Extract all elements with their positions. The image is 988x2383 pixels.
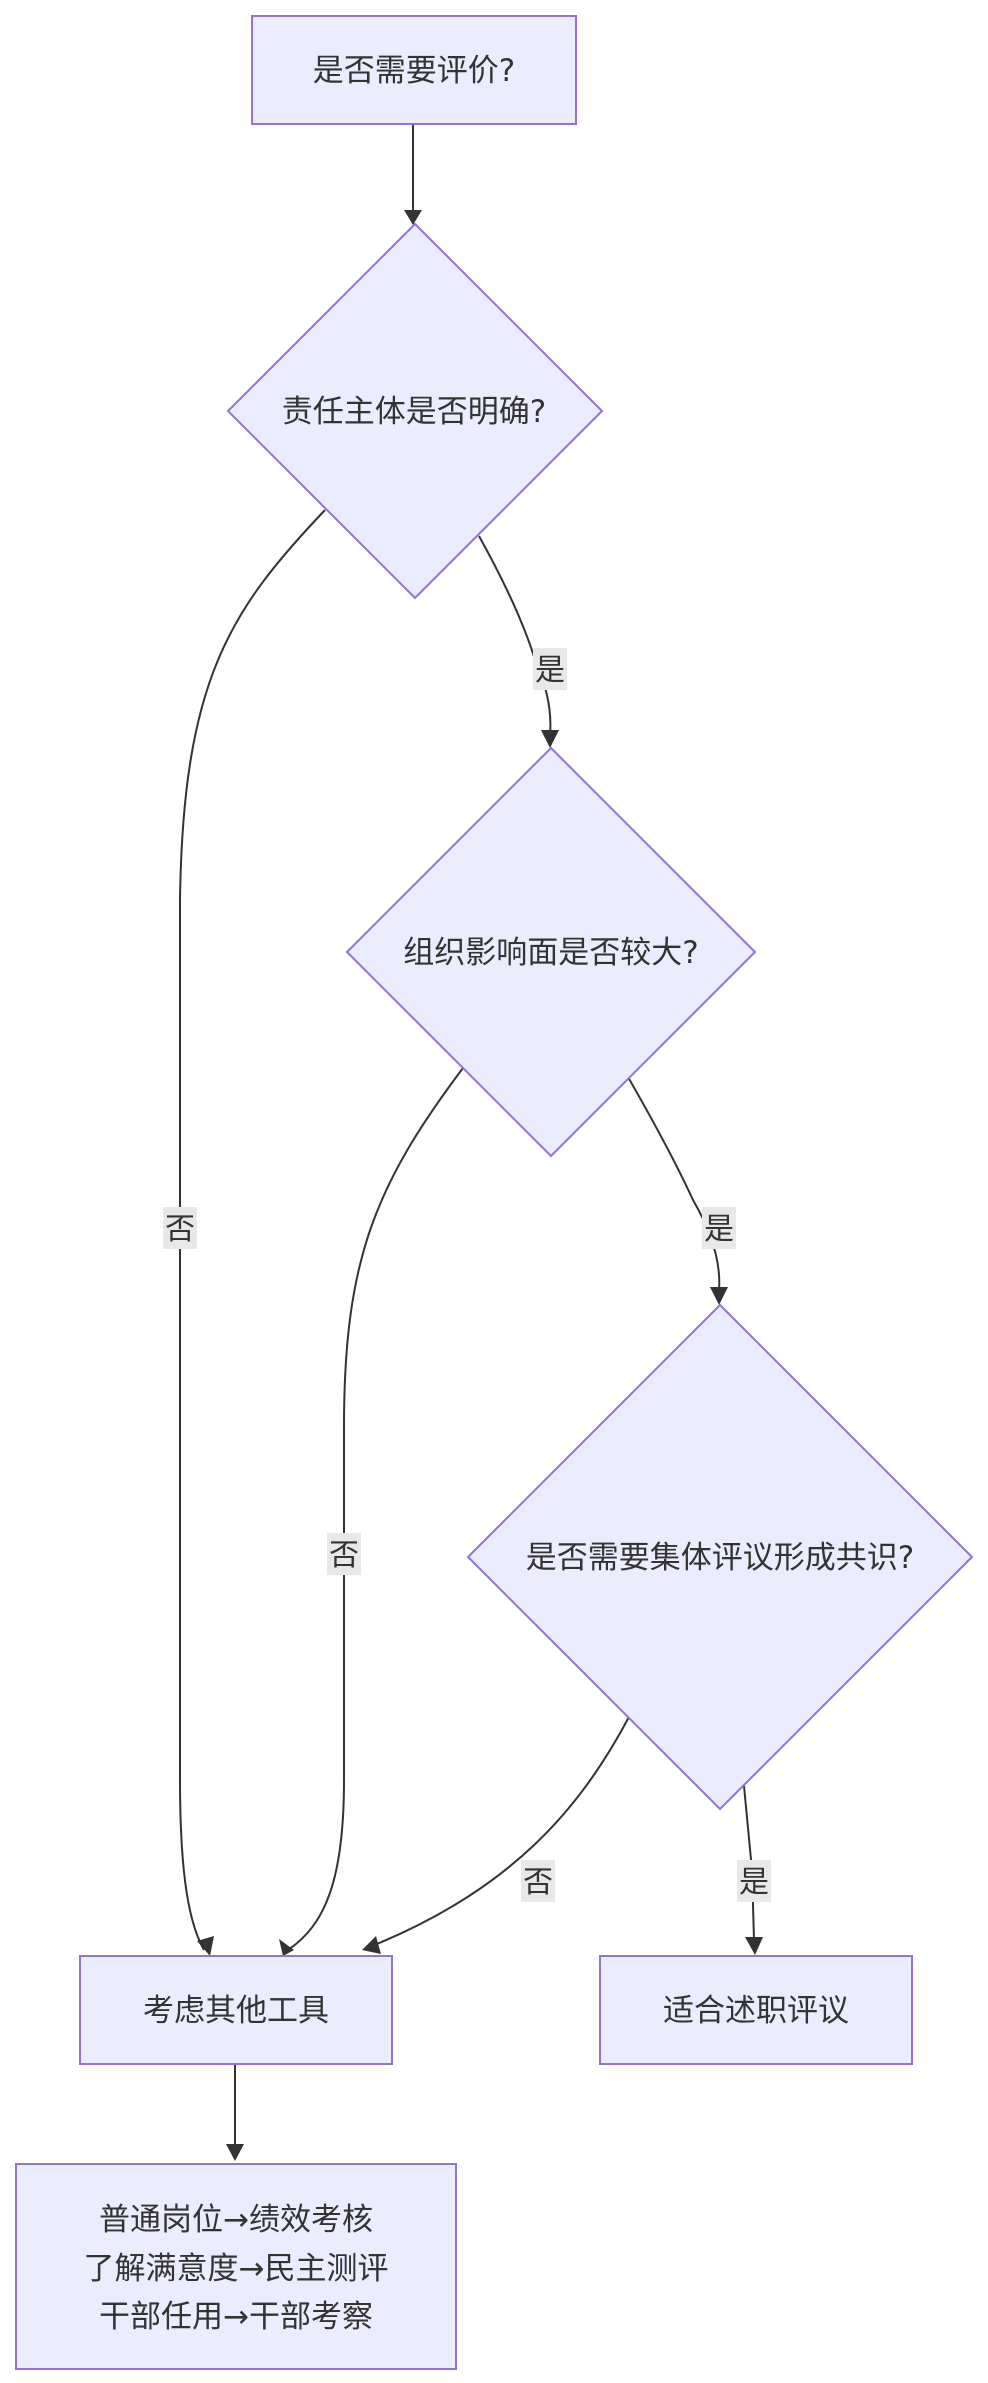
arrowhead bbox=[279, 1939, 294, 1956]
arrowhead bbox=[404, 210, 422, 225]
node-q1-decision: 责任主体是否明确? bbox=[226, 222, 604, 600]
arrowhead bbox=[710, 1287, 728, 1305]
svg-text:责任主体是否明确?: 责任主体是否明确? bbox=[282, 394, 546, 430]
node-other-tools: 考虑其他工具 bbox=[79, 1955, 393, 2065]
edge-q1-no-to-other bbox=[179, 509, 326, 1951]
arrowhead bbox=[745, 1937, 763, 1955]
arrowhead bbox=[541, 730, 559, 748]
svg-text:是否需要集体评议形成共识?: 是否需要集体评议形成共识? bbox=[526, 1540, 914, 1576]
node-q3-decision: 是否需要集体评议形成共识? bbox=[466, 1303, 974, 1811]
node-q2-decision: 组织影响面是否较大? bbox=[345, 746, 757, 1158]
svg-text:适合述职评议: 适合述职评议 bbox=[663, 1993, 849, 2029]
edge-q1-yes-to-q2 bbox=[478, 535, 552, 736]
tool-line-1: 普通岗位→绩效考核 bbox=[99, 2202, 373, 2238]
svg-text:考虑其他工具: 考虑其他工具 bbox=[143, 1993, 329, 2029]
edge-label-q3-yes: 是 bbox=[737, 1860, 771, 1902]
node-start: 是否需要评价? bbox=[251, 15, 577, 125]
svg-text:否: 否 bbox=[523, 1865, 553, 1900]
node-fit-review: 适合述职评议 bbox=[599, 1955, 913, 2065]
svg-text:是: 是 bbox=[535, 653, 565, 688]
arrowhead bbox=[226, 2144, 244, 2161]
edge-q2-yes-to-q3 bbox=[627, 1076, 721, 1291]
edge-label-q1-yes: 是 bbox=[533, 648, 567, 690]
svg-text:是: 是 bbox=[704, 1212, 734, 1247]
edge-label-q2-no: 否 bbox=[327, 1533, 361, 1575]
edge-q2-no-to-other bbox=[287, 1067, 464, 1951]
arrowhead bbox=[197, 1936, 214, 1956]
arrowhead bbox=[362, 1936, 381, 1954]
svg-text:组织影响面是否较大?: 组织影响面是否较大? bbox=[403, 935, 698, 971]
svg-text:是否需要评价?: 是否需要评价? bbox=[313, 53, 515, 89]
tool-line-3: 干部任用→干部考察 bbox=[99, 2299, 373, 2335]
edge-q3-no-to-other bbox=[371, 1714, 631, 1947]
svg-text:否: 否 bbox=[329, 1538, 359, 1573]
edge-label-q3-no: 否 bbox=[521, 1860, 555, 1902]
tool-line-2: 了解满意度→民主测评 bbox=[84, 2251, 389, 2287]
svg-text:是: 是 bbox=[739, 1865, 769, 1900]
node-tool-list: 普通岗位→绩效考核 了解满意度→民主测评 干部任用→干部考察 bbox=[15, 2163, 457, 2370]
edge-label-q1-no: 否 bbox=[163, 1207, 197, 1249]
edge-label-q2-yes: 是 bbox=[702, 1207, 736, 1249]
svg-text:否: 否 bbox=[165, 1212, 195, 1247]
